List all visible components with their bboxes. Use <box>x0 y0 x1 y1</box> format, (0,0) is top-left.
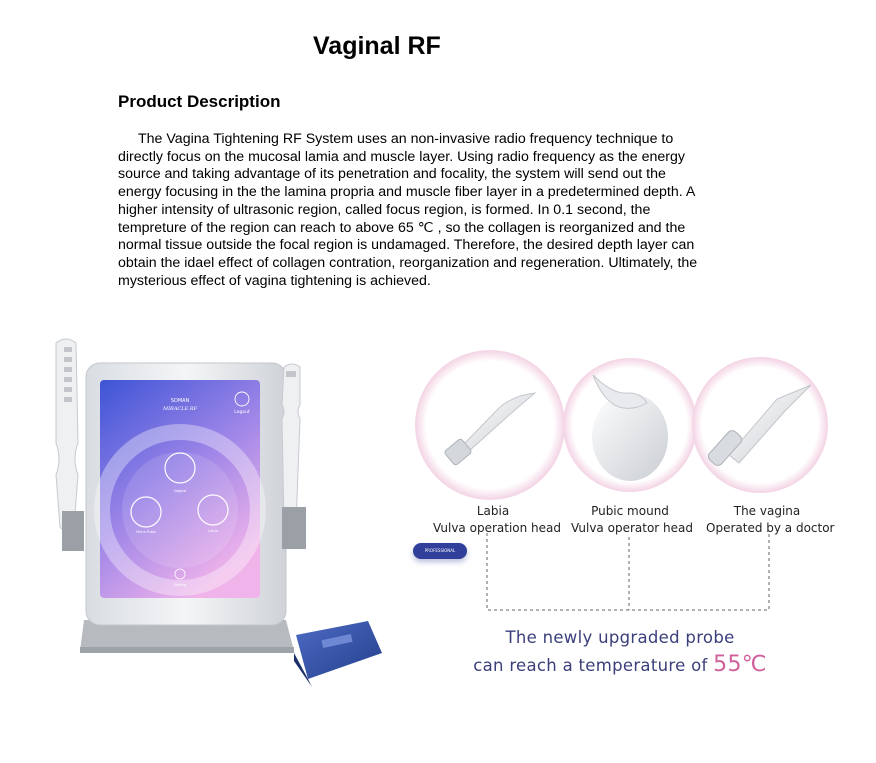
probe-label-pubic-mound: Pubic mound Vulva operator head <box>571 503 693 537</box>
promo-temperature: 55℃ <box>713 652 767 677</box>
device-illustration: SOMAN MIRACLE RF Logout Vaginal Mons Pub… <box>55 338 382 687</box>
device-image: SOMAN MIRACLE RF Logout Vaginal Mons Pub… <box>50 335 390 695</box>
screen-logout: Logout <box>234 409 250 415</box>
probe-label-subtitle: Operated by a doctor <box>706 521 835 535</box>
screen-brand: SOMAN <box>171 398 190 404</box>
screen-vaginal: Vaginal <box>174 489 187 493</box>
promo-line-1: The newly upgraded probe <box>505 628 735 647</box>
probe-label-subtitle: Vulva operator head <box>571 521 693 535</box>
probe-label-subtitle: Vulva operation head <box>433 521 561 535</box>
probe-label-labia: Labia Vulva operation head <box>433 503 561 537</box>
screen-setting: Setting <box>174 583 187 587</box>
probe-label-vagina: The vagina Operated by a doctor <box>706 503 835 537</box>
screen-model: MIRACLE RF <box>162 406 198 412</box>
probe-label-title: The vagina <box>733 504 801 518</box>
probe-illustration <box>415 350 828 611</box>
promo-line-2-text: can reach a temperature of <box>473 656 714 675</box>
screen-mons-pubis: Mons Pubis <box>136 530 156 534</box>
probe-label-title: Pubic mound <box>591 504 669 518</box>
professional-operation-badge: PROFESSIONAL OPERATION <box>413 543 467 569</box>
probe-label-title: Labia <box>476 504 510 518</box>
probe-photos <box>405 345 835 690</box>
product-description: The Vagina Tightening RF System uses an … <box>118 131 698 289</box>
promo-line-2: can reach a temperature of 55℃ <box>440 652 800 677</box>
section-heading: Product Description <box>118 92 281 111</box>
page-title: Vaginal RF <box>313 32 441 60</box>
screen-labia: Labia <box>208 529 217 533</box>
